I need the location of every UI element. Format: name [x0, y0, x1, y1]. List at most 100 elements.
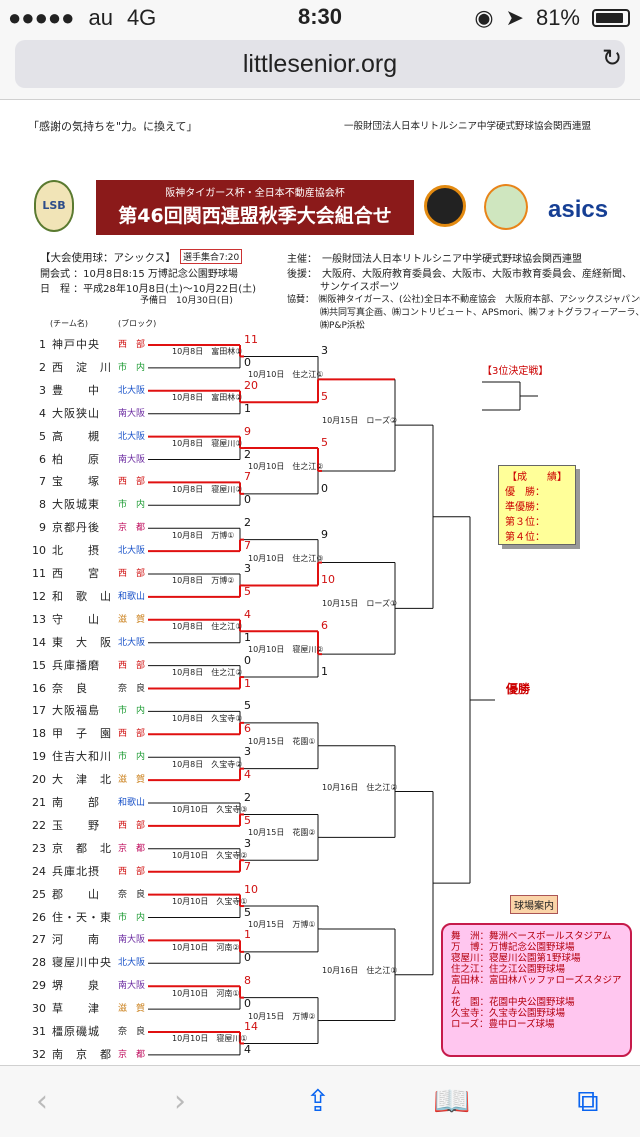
team-block: 市 内 — [118, 362, 146, 373]
team-number: 4 — [39, 406, 46, 420]
team-name: 住・天・東 — [52, 910, 112, 924]
venue-item: 富田林：富田林バッファローズスタジアム — [451, 975, 622, 997]
tournament-banner: 阪神タイガース杯・全日本不動産協会杯 第46回関西連盟秋季大会組合せ — [96, 180, 414, 235]
score: 6 — [244, 722, 251, 736]
asics-logo: asics — [548, 196, 609, 223]
motto: 「感謝の気持ちを"力。に換えて」 — [28, 120, 198, 133]
team-number: 1 — [39, 338, 46, 351]
venue-guide: 舞 洲：舞洲ベースボールスタジアム 万 博：万博記念公園野球場 寝屋川：寝屋川公… — [441, 923, 632, 1057]
score: 0 — [244, 951, 251, 965]
bookmarks-icon[interactable]: 📖 — [433, 1084, 471, 1119]
column-team-header: (チーム名) — [50, 319, 89, 328]
team-block: 西 部 — [118, 569, 146, 579]
team-name: 京都丹後 — [52, 521, 100, 535]
realestate-logo — [484, 184, 528, 230]
score: 1 — [244, 928, 251, 942]
team-name: 宝 塚 — [52, 475, 100, 489]
team-name: 西 淀 川 — [52, 360, 112, 374]
banner-title: 第46回関西連盟秋季大会組合せ — [118, 205, 392, 227]
game-label: 10月8日 久宝寺② — [172, 759, 243, 769]
team-number: 9 — [39, 521, 46, 535]
team-block: 和歌山 — [118, 591, 146, 602]
url-field[interactable]: littlesenior.org — [15, 40, 625, 88]
team-number: 32 — [32, 1047, 46, 1061]
results-title: 【成 績】 — [507, 472, 567, 483]
sponsor-line1: 協賛： ㈱阪神タイガース、(公社)全日本不動産協会 大阪府本部、アシックスジャパ… — [287, 295, 640, 305]
forward-icon[interactable]: › — [174, 1084, 186, 1119]
score: 0 — [244, 493, 251, 507]
url-text: littlesenior.org — [242, 50, 398, 78]
venue-item: 寝屋川：寝屋川公園第1野球場 — [451, 953, 581, 964]
score: 5 — [321, 390, 328, 404]
share-icon[interactable]: ⇪ — [305, 1084, 331, 1119]
game-label: 10月15日 ローズ① — [322, 599, 398, 609]
team-name: 河 南 — [52, 933, 100, 947]
score: 14 — [244, 1020, 258, 1033]
battery-percent: 81% — [535, 5, 580, 30]
team-block: 西 部 — [118, 729, 146, 740]
game-label: 10月10日 住之江③ — [248, 553, 324, 563]
team-number: 16 — [32, 681, 46, 695]
score: 7 — [244, 470, 251, 484]
results-box: 【成 績】 優 勝： 準優勝： 第３位： 第４位： — [498, 465, 576, 545]
team-number: 5 — [39, 429, 46, 443]
team-block: 北大阪 — [118, 958, 146, 969]
team-name: 豊 中 — [52, 383, 100, 397]
score: 0 — [321, 481, 328, 495]
score: 0 — [244, 653, 251, 667]
team-block: 滋 賀 — [118, 1004, 146, 1015]
team-name: 高 槻 — [52, 429, 100, 443]
team-number: 15 — [32, 658, 46, 672]
score: 3 — [244, 836, 251, 850]
score: 10 — [321, 573, 335, 587]
score: 8 — [244, 974, 251, 988]
game-label: 10月16日 住之江② — [322, 782, 398, 792]
game-label: 10月10日 河南② — [172, 942, 240, 952]
tabs-icon[interactable]: ⧉ — [577, 1084, 599, 1119]
score: 1 — [244, 401, 251, 415]
carrier-label: au — [88, 5, 113, 30]
team-row: 3 豊 中 北大阪 — [0, 383, 150, 399]
team-block: 西 部 — [118, 340, 146, 350]
reload-icon[interactable]: ↻ — [602, 44, 623, 72]
signal-icon: ●●●●● — [8, 5, 75, 30]
game-label: 10月15日 花園① — [248, 736, 316, 746]
score: 4 — [244, 768, 251, 782]
score: 3 — [244, 745, 251, 759]
team-block: 京 都 — [118, 523, 146, 534]
score: 5 — [244, 813, 251, 827]
team-name: 和 歌 山 — [52, 589, 112, 603]
result-runner-up: 準優勝： — [505, 502, 545, 513]
tigers-logo — [424, 185, 466, 227]
organizer-header: 一般財団法人日本リトルシニア中学硬式野球協会関西連盟 — [344, 121, 592, 132]
team-number: 29 — [32, 979, 46, 993]
team-number: 14 — [32, 635, 46, 649]
support-line1: 後援： 大阪府、大阪府教育委員会、大阪市、大阪市教育委員会、産経新聞、 — [287, 269, 632, 280]
venue-item: 舞 洲：舞洲ベースボールスタジアム — [451, 931, 612, 942]
score: 0 — [244, 997, 251, 1011]
opening-ceremony: 開会式 ：10月8日8:15 万博記念公園野球場 — [40, 269, 238, 280]
league-logo: LSB — [34, 180, 74, 232]
score: 9 — [321, 527, 328, 541]
team-number: 31 — [32, 1025, 46, 1038]
team-number: 3 — [39, 383, 46, 397]
result-fourth: 第４位： — [505, 532, 545, 543]
team-block: 北大阪 — [118, 385, 146, 396]
team-number: 19 — [32, 750, 46, 764]
network-label: 4G — [126, 5, 157, 30]
score: 2 — [244, 447, 251, 461]
back-icon[interactable]: ‹ — [36, 1084, 48, 1119]
